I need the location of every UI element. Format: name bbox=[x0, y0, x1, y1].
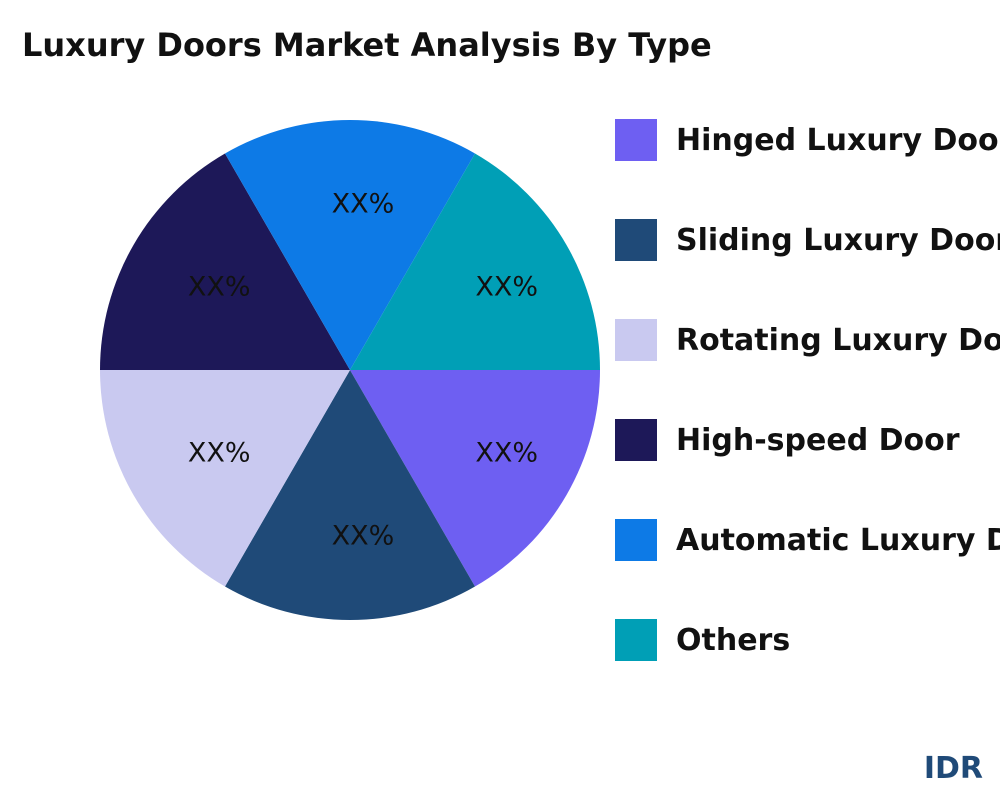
slice-data-label: XX% bbox=[188, 438, 251, 469]
pie-slice bbox=[100, 370, 350, 587]
brand-logo: IDR bbox=[923, 751, 983, 786]
legend-swatch bbox=[615, 319, 657, 361]
legend-swatch bbox=[615, 419, 657, 461]
pie-slice bbox=[100, 153, 350, 370]
legend-label: Sliding Luxury Door bbox=[676, 222, 1000, 258]
legend-swatch bbox=[615, 619, 657, 661]
chart-title: Luxury Doors Market Analysis By Type bbox=[22, 26, 712, 64]
pie-slice bbox=[225, 370, 475, 620]
slice-data-label: XX% bbox=[188, 272, 251, 303]
legend-swatch bbox=[615, 119, 657, 161]
legend-swatch bbox=[615, 519, 657, 561]
legend-item: Others bbox=[615, 618, 1000, 662]
legend-label: High-speed Door bbox=[676, 422, 960, 458]
pie-slice bbox=[225, 119, 475, 370]
slice-data-label: XX% bbox=[475, 272, 538, 303]
slice-data-label: XX% bbox=[475, 438, 538, 469]
legend-swatch bbox=[615, 219, 657, 261]
legend-label: Automatic Luxury Door bbox=[676, 522, 1000, 558]
pie-slice bbox=[350, 153, 600, 370]
legend-item: Hinged Luxury Door bbox=[615, 118, 1000, 162]
legend-item: Automatic Luxury Door bbox=[615, 518, 1000, 562]
legend-item: High-speed Door bbox=[615, 418, 1000, 462]
legend-label: Rotating Luxury Door bbox=[676, 322, 1000, 358]
slice-data-label: XX% bbox=[332, 521, 395, 552]
legend-item: Sliding Luxury Door bbox=[615, 218, 1000, 262]
pie-slice bbox=[350, 370, 600, 587]
legend-item: Rotating Luxury Door bbox=[615, 318, 1000, 362]
legend-label: Hinged Luxury Door bbox=[676, 122, 1000, 158]
legend-label: Others bbox=[676, 622, 791, 658]
slice-data-label: XX% bbox=[332, 189, 395, 220]
